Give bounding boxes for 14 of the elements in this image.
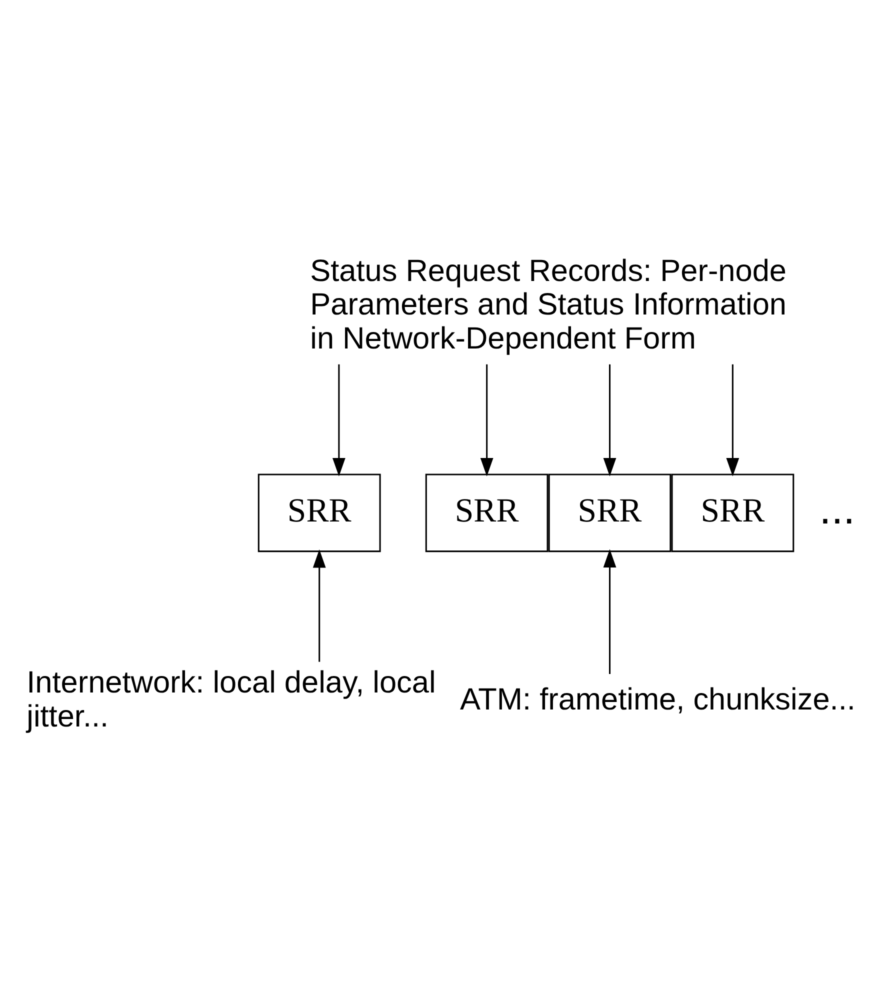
arrow — [480, 364, 494, 476]
arrow — [603, 549, 616, 674]
arrow — [603, 364, 616, 476]
arrow — [332, 364, 346, 476]
label: ... — [819, 486, 856, 534]
node-box: SRR — [548, 474, 672, 552]
node-box: SRR — [258, 474, 381, 552]
node-text: ATM: frametime, chunksize... — [460, 682, 856, 717]
node-box: SRR — [671, 474, 794, 552]
node-box: SRR — [425, 474, 548, 552]
arrow — [726, 364, 740, 476]
node-text: Internetwork: local delay, local jitter... — [26, 664, 436, 734]
arrow — [312, 549, 326, 662]
node-text: Status Request Records: Per-node Parameters and Status Information in Network-Dependent Form — [310, 252, 787, 356]
